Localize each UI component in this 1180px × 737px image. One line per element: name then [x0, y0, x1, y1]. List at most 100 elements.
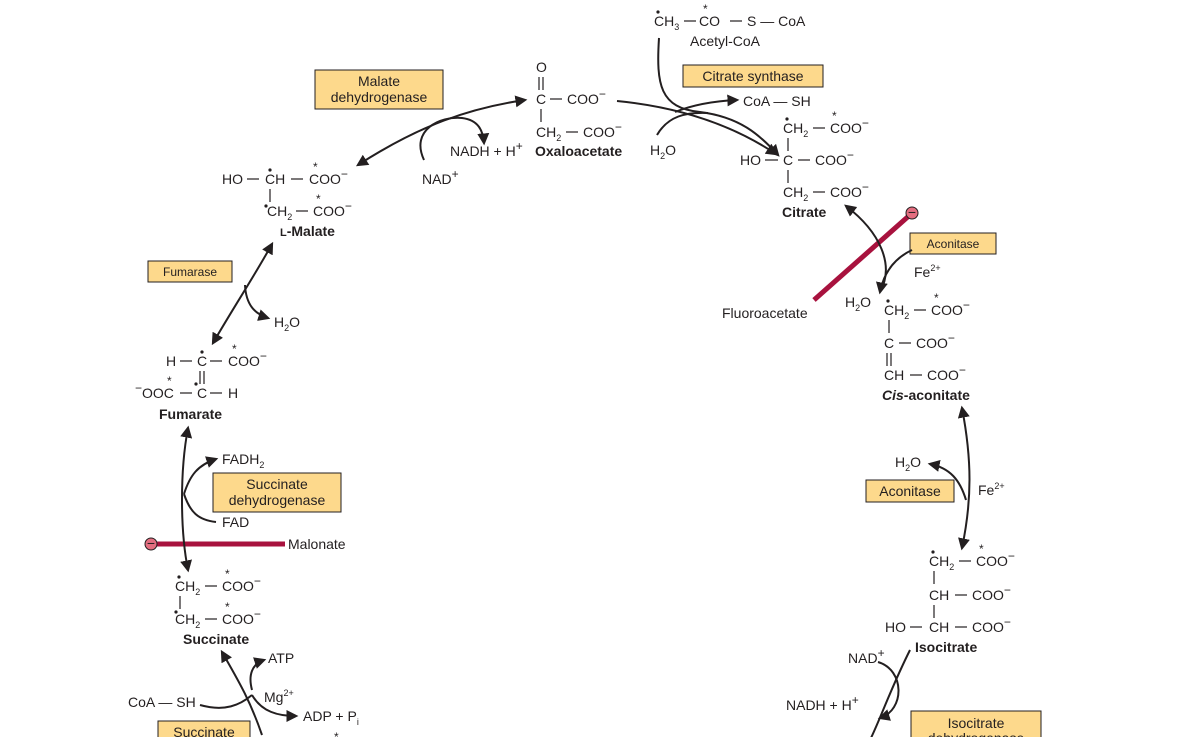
l-malate-structure: HO CH * COO− CH2 * COO− L-Malate	[222, 160, 352, 239]
isocitrate-structure: CH2 * COO− CH COO− HO CH COO− Isocitrate	[885, 542, 1015, 655]
oxaloacetate-structure: O C COO− CH2 COO− NADH + H+ Oxaloacetate	[450, 59, 622, 159]
fumarate-structure: H C * COO− −OOC * C H Fumarate	[135, 342, 267, 422]
cis-coo-mid: COO−	[916, 331, 955, 351]
arrow-fad	[183, 493, 217, 523]
oxaloacetate-o: O	[536, 59, 547, 75]
fumarate-h-right: H	[228, 385, 238, 401]
succinate-label: Succinate	[183, 631, 249, 647]
citrate-synthase-label: Citrate synthase	[702, 68, 803, 84]
arrow-fadh2	[183, 456, 219, 495]
acetyl-coa-structure: CH3 * CO S — CoA Acetyl-CoA	[654, 2, 806, 49]
label-star: *	[316, 192, 321, 206]
iso-ho: HO	[885, 619, 906, 635]
arrow-h2o-fumarase	[244, 284, 271, 321]
fumarate-coo: COO−	[228, 349, 267, 369]
fad-label: FAD	[222, 514, 249, 530]
citrate-structure: CH2 * COO− HO C COO− CH2 COO− Citrate	[740, 109, 869, 220]
oxaloacetate-label: Oxaloacetate	[535, 143, 622, 159]
cis-c: C	[884, 335, 894, 351]
arrow-aconitate-isocitrate	[957, 405, 971, 551]
nadh-h-top: NADH + H+	[450, 139, 523, 159]
arrow-h2o-out-top	[876, 249, 913, 295]
fumarase-label: Fumarase	[163, 265, 217, 279]
aconitase-box-1	[909, 232, 997, 255]
h2o-aconitase-bottom: H2O	[895, 454, 921, 473]
fumarate-ooc: −OOC	[135, 381, 174, 401]
cis-coo-top: COO−	[931, 298, 970, 318]
arrow-nad-isocitrate	[877, 661, 900, 721]
nad-malate: NAD+	[422, 167, 459, 187]
cis-ch2: CH2	[884, 302, 909, 321]
oxaloacetate-c: C	[536, 91, 546, 107]
malate-dh-label-2: dehydrogenase	[331, 89, 428, 105]
isocitrate-label: Isocitrate	[915, 639, 977, 655]
citrate-ch2-bot: CH2	[783, 184, 808, 203]
isocitrate-dh-label-2: dehydrogenase	[928, 730, 1025, 737]
acetyl-co: CO	[699, 13, 720, 29]
label-star: *	[334, 730, 339, 737]
succinate-ch2-bot: CH2	[175, 611, 200, 630]
malate-ch2: CH2	[267, 203, 292, 222]
label-star: *	[167, 374, 172, 388]
citrate-coo-mid: COO−	[815, 148, 854, 168]
iso-ch2: CH2	[929, 553, 954, 572]
iso-ch-oh: CH	[929, 619, 949, 635]
nadh-isocitrate: NADH + H+	[786, 693, 859, 713]
cis-coo-bot: COO−	[927, 363, 966, 383]
succinate-dh-box	[212, 472, 342, 513]
isocitrate-dh-box	[910, 710, 1042, 737]
iso-coo-top: COO−	[976, 549, 1015, 569]
fumarate-c-top: C	[197, 353, 207, 369]
label-star: *	[232, 342, 237, 356]
fe-top: Fe2+	[914, 263, 941, 280]
nad-isocitrate: NAD+	[848, 646, 885, 666]
adp-pi-label: ADP + Pi	[303, 708, 359, 727]
label-star: *	[225, 567, 230, 581]
malonate-minus-icon	[144, 537, 158, 551]
h2o-citrate-synthase: H2O	[650, 142, 676, 161]
coa-sh-top: CoA — SH	[743, 93, 811, 109]
succinate-coo-top: COO−	[222, 574, 261, 594]
citrate-synthase-box	[682, 64, 824, 88]
arrow-fumarate-malate	[211, 241, 274, 346]
arrow-citrate-aconitate	[844, 204, 887, 293]
arrow-isocitrate-down	[870, 649, 911, 737]
fumarate-label: Fumarate	[159, 406, 222, 422]
acetyl-s-coa: S — CoA	[747, 13, 806, 29]
minus-symbol: −	[147, 535, 155, 551]
minus-symbol: −	[908, 204, 916, 220]
arrow-oaa-to-citrate	[616, 100, 778, 156]
arrow-nad-malate	[419, 116, 490, 161]
malate-dh-label-1: Malate	[358, 73, 400, 89]
citrate-c: C	[783, 152, 793, 168]
atp-label: ATP	[268, 650, 294, 666]
arrow-coa-sh-bottom	[199, 694, 253, 709]
malate-coo-bot: COO−	[313, 199, 352, 219]
label-star: *	[832, 109, 837, 123]
h2o-fumarase: H2O	[274, 314, 300, 333]
aconitase-label-1: Aconitase	[927, 237, 980, 251]
iso-ch: CH	[929, 587, 949, 603]
arrow-succinate-fumarate	[180, 425, 193, 573]
l-malate-label: L-Malate	[280, 223, 335, 239]
malate-ch: CH	[265, 171, 285, 187]
fumarate-c-bot: C	[197, 385, 207, 401]
succinate-coo-bot: COO−	[222, 607, 261, 627]
isocitrate-dh-label-1: Isocitrate	[948, 715, 1005, 731]
reaction-arrows	[180, 37, 971, 737]
iso-coo-mid: COO−	[972, 583, 1011, 603]
fumarate-h-left: H	[166, 353, 176, 369]
malonate-label: Malonate	[288, 536, 346, 552]
citrate-ho: HO	[740, 152, 761, 168]
aconitase-box-2	[865, 479, 955, 503]
arrow-h2o-in	[656, 111, 709, 136]
cis-aconitate-structure: CH2 * COO− C COO− CH COO− Cis-aconitate	[882, 291, 970, 403]
succinate-dh-label-2: dehydrogenase	[229, 492, 326, 508]
h2o-aconitase-top: H2O	[845, 294, 871, 313]
arrow-atp	[249, 657, 267, 691]
aconitase-label-2: Aconitase	[879, 483, 941, 499]
succinyl-coa-synthetase-label: Succinate	[173, 724, 235, 737]
succinyl-coa-synthetase-box	[157, 720, 251, 737]
